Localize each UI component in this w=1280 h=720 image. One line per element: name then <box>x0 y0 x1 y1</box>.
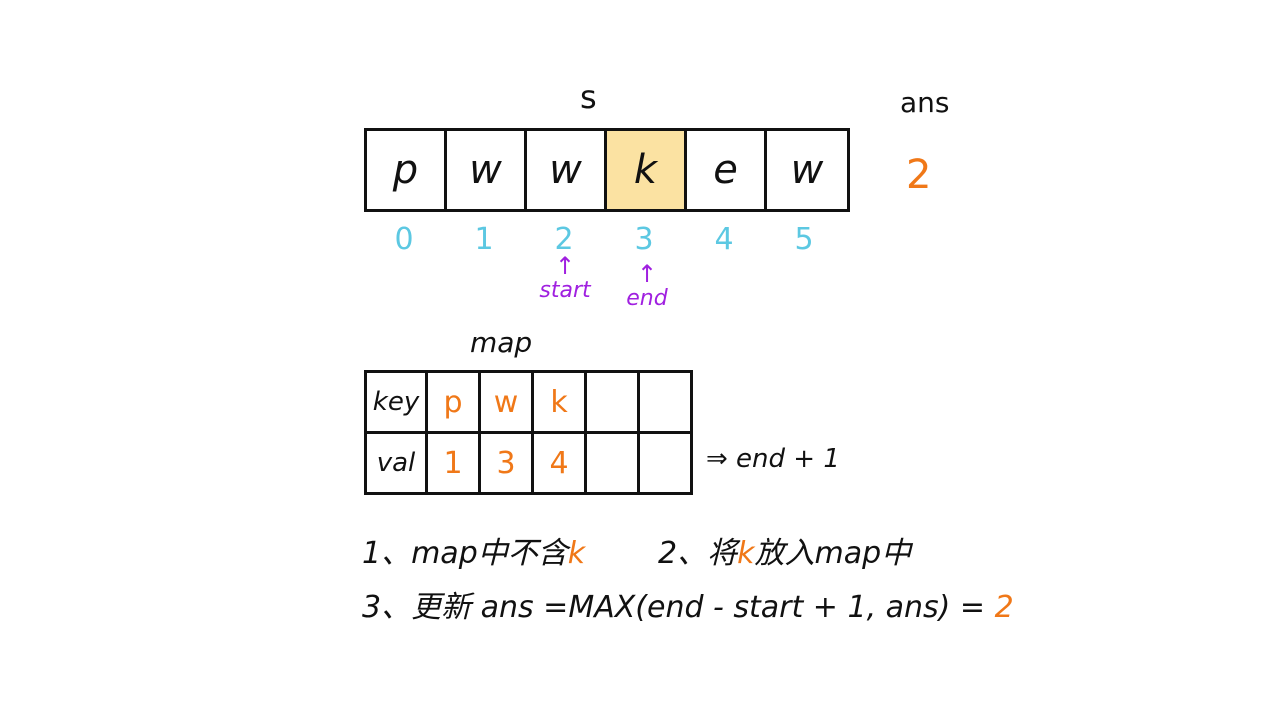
string-cell-1: w <box>447 131 527 209</box>
index-2: 2 <box>554 222 574 257</box>
step-2-suffix: 放入map中 <box>754 536 912 571</box>
index-5: 5 <box>794 222 814 257</box>
map-key-cell: p <box>425 370 481 434</box>
map-val-row: val 1 3 4 <box>364 431 693 495</box>
step-1: 1、map中不含k <box>362 528 585 572</box>
step-2-accent: k <box>737 536 755 571</box>
map-key-cell: k <box>531 370 587 434</box>
step-1-accent: k <box>567 536 586 571</box>
index-1: 1 <box>474 222 494 257</box>
map-table: key p w k val 1 3 4 <box>364 370 693 495</box>
map-val-header: val <box>364 431 428 495</box>
map-val-cell <box>637 431 693 495</box>
string-s-label: s <box>580 78 597 116</box>
string-cell-5: w <box>790 147 824 193</box>
ans-value: 2 <box>906 152 932 198</box>
val-note: ⇒ end + 1 <box>706 444 840 474</box>
map-key-row: key p w k <box>364 370 693 434</box>
string-array: p w w k e w <box>364 128 850 212</box>
up-arrow-icon: ↑ <box>636 260 658 288</box>
step-2: 2、将k放入map中 <box>658 528 911 572</box>
map-key-header: key <box>364 370 428 434</box>
end-pointer: ↑ end <box>612 262 682 311</box>
index-row: 0 1 2 3 4 5 <box>364 222 844 257</box>
map-title: map <box>470 326 533 359</box>
step-3: 3、更新 ans =MAX(end - start + 1, ans) = 2 <box>362 582 1014 626</box>
string-cell-0: p <box>367 131 447 209</box>
string-cell-4: e <box>687 131 767 209</box>
map-val-cell <box>584 431 640 495</box>
start-pointer: ↑ start <box>530 254 600 303</box>
index-4: 4 <box>714 222 734 257</box>
string-cell-2: w <box>527 131 607 209</box>
step-2-text: 2、将 <box>658 536 738 571</box>
start-pointer-label: start <box>539 278 591 303</box>
map-key-cell: w <box>478 370 534 434</box>
map-val-cell: 1 <box>425 431 481 495</box>
end-pointer-label: end <box>626 286 668 311</box>
ans-label: ans <box>900 86 950 119</box>
map-key-cell <box>637 370 693 434</box>
step-3-accent: 2 <box>994 590 1014 625</box>
step-1-text: 1、map中不含 <box>362 536 568 571</box>
step-3-text: 3、更新 ans =MAX(end - start + 1, ans) = <box>362 590 986 625</box>
index-0: 0 <box>394 222 414 257</box>
map-val-cell: 3 <box>478 431 534 495</box>
string-cell-3-highlighted: k <box>607 131 687 209</box>
index-3: 3 <box>634 222 654 257</box>
map-key-cell <box>584 370 640 434</box>
map-val-cell: 4 <box>531 431 587 495</box>
up-arrow-icon: ↑ <box>554 252 576 280</box>
